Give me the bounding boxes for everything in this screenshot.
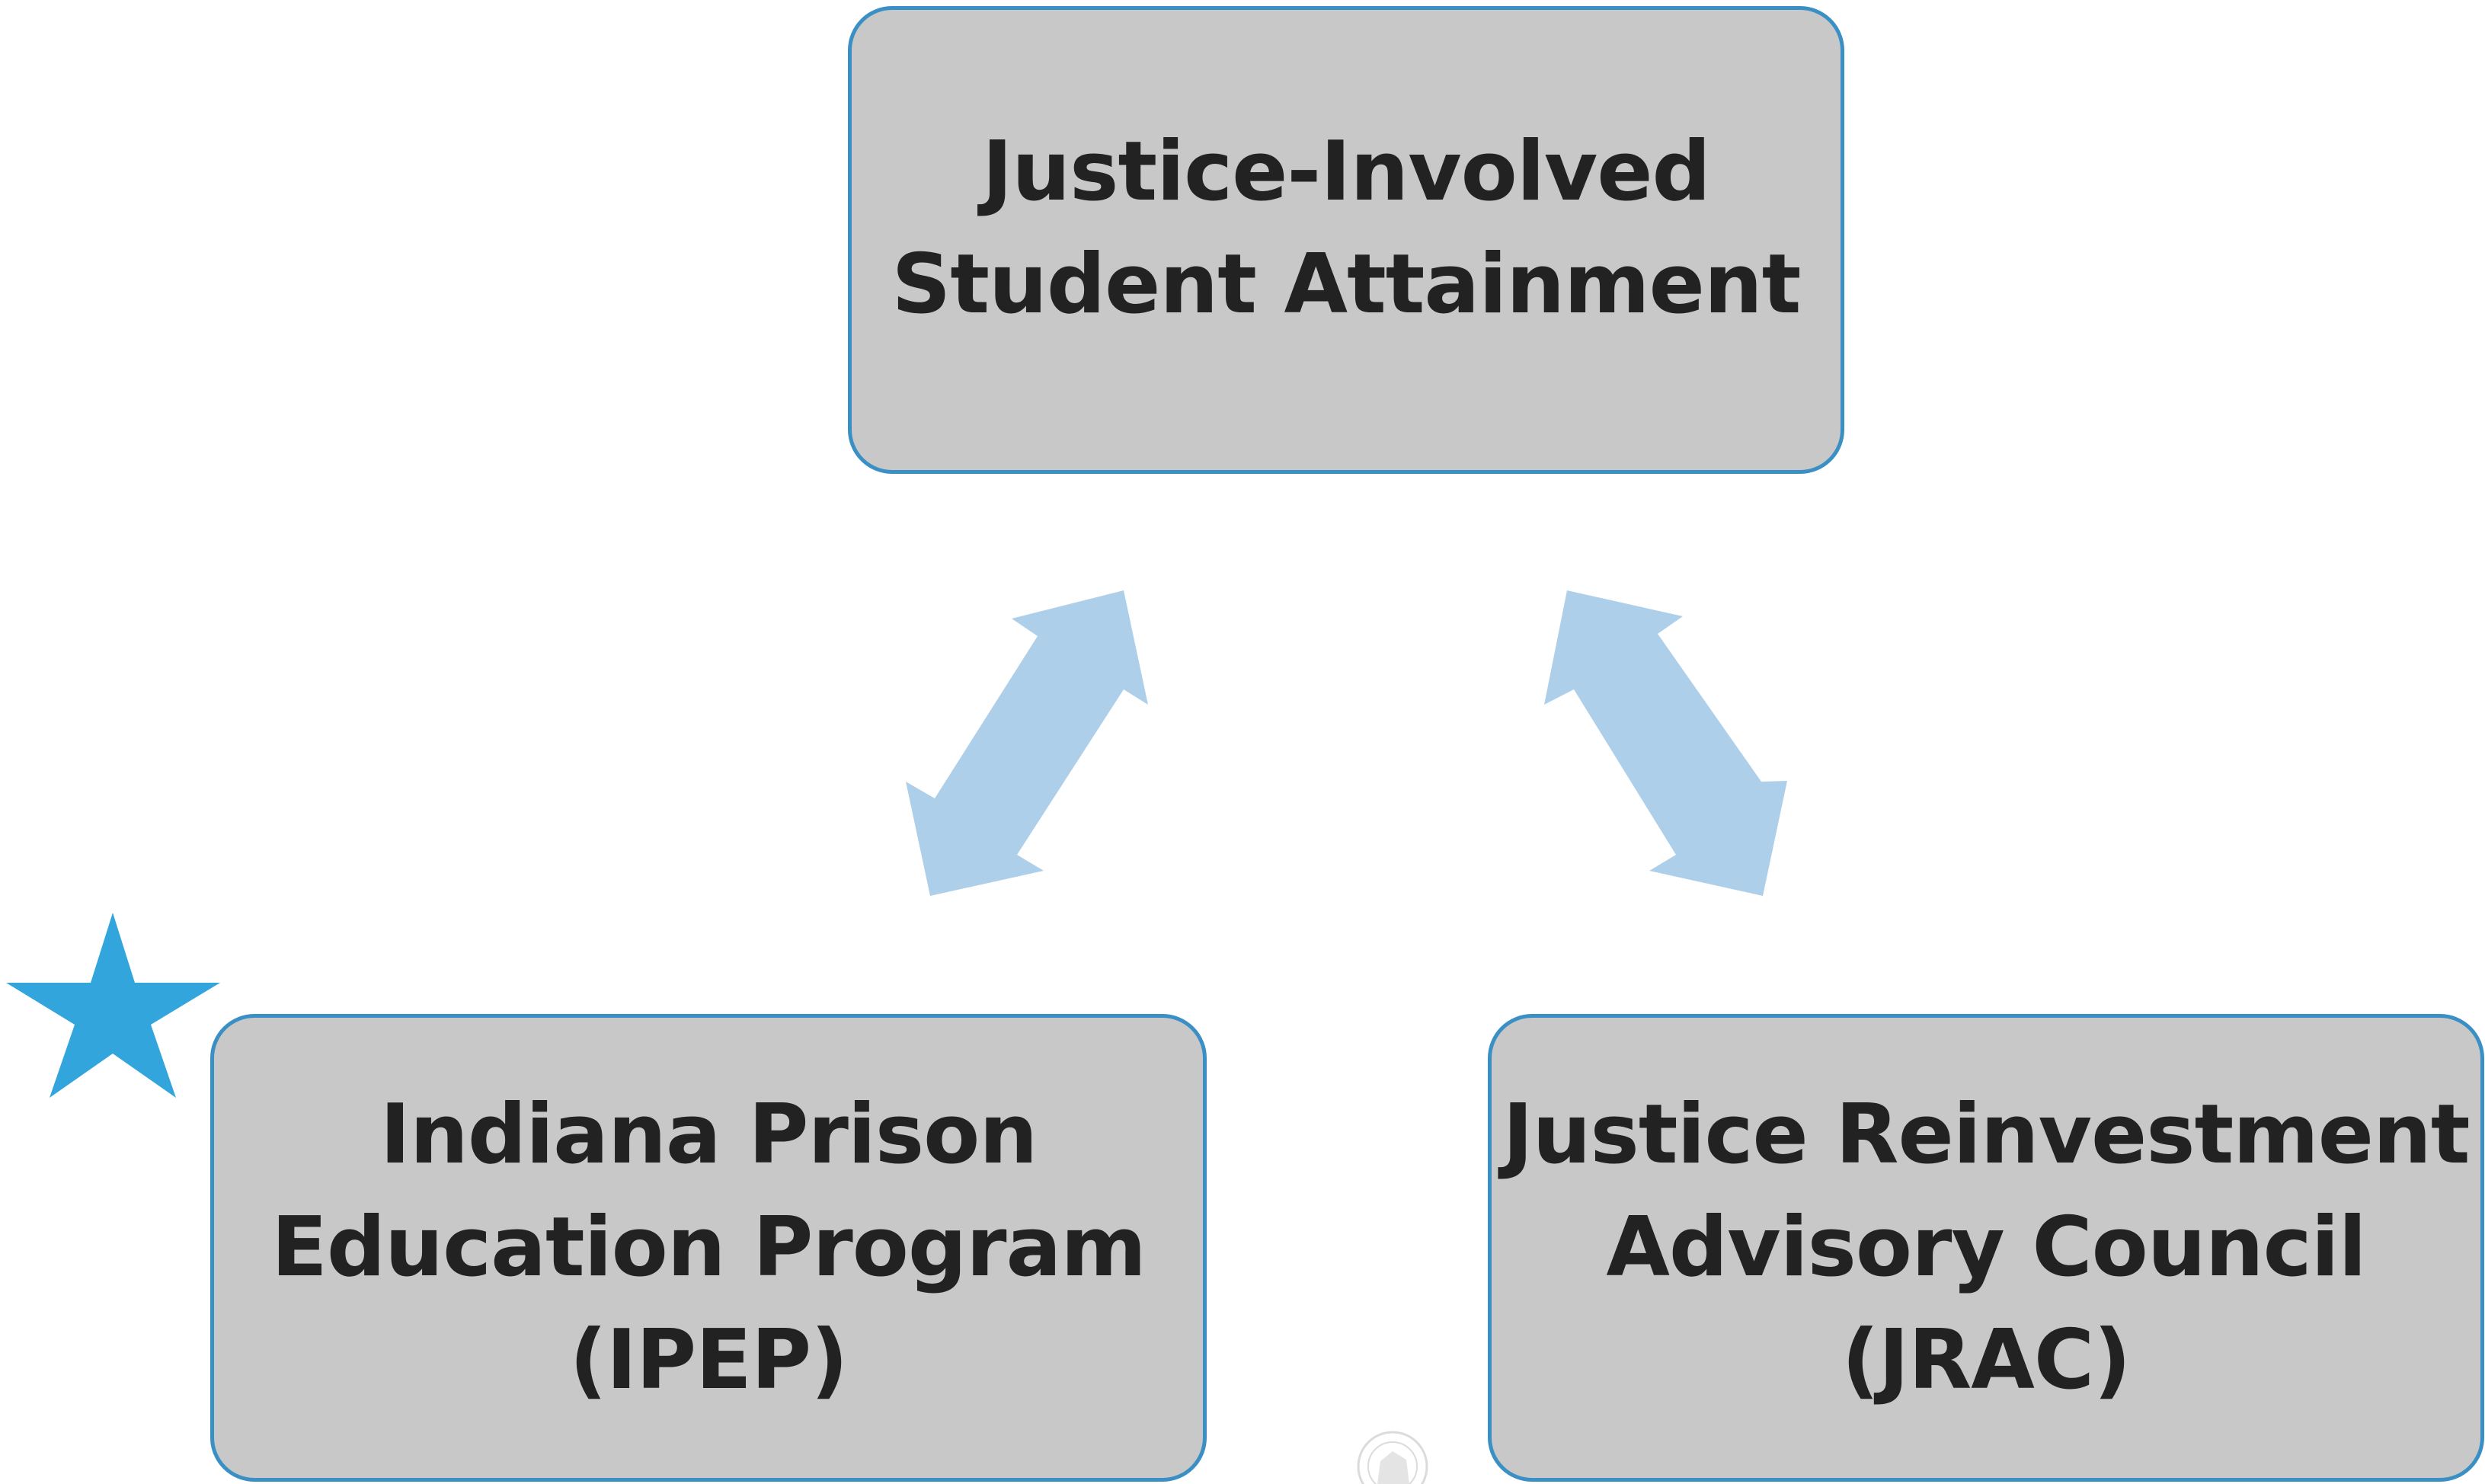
node-label-line: Student Attainment [891,237,1802,332]
node-justice-involved-student-attainment: Justice-Involved Student Attainment [848,6,1844,474]
node-label-line: (JRAC) [1841,1313,2132,1408]
node-label-line: Justice Reinvestment [1502,1087,2470,1182]
star-icon [6,913,220,1098]
node-indiana-prison-education-program: Indiana Prison Education Program (IPEP) [210,1014,1207,1482]
node-justice-reinvestment-advisory-council: Justice Reinvestment Advisory Council (J… [1488,1014,2484,1482]
node-label-line: Indiana Prison [379,1087,1038,1182]
node-label-line: Justice-Involved [982,124,1711,219]
node-label: Indiana Prison Education Program (IPEP) [271,1079,1147,1417]
node-label: Justice-Involved Student Attainment [891,116,1802,364]
node-label-line: (IPEP) [569,1313,848,1408]
node-label: Justice Reinvestment Advisory Council (J… [1502,1079,2470,1417]
state-seal-icon [1357,1431,1428,1484]
double-arrow-left [906,590,1148,896]
double-arrow-right [1544,590,1787,896]
node-label-line: Education Program [271,1200,1147,1295]
node-label-line: Advisory Council [1606,1200,2366,1295]
